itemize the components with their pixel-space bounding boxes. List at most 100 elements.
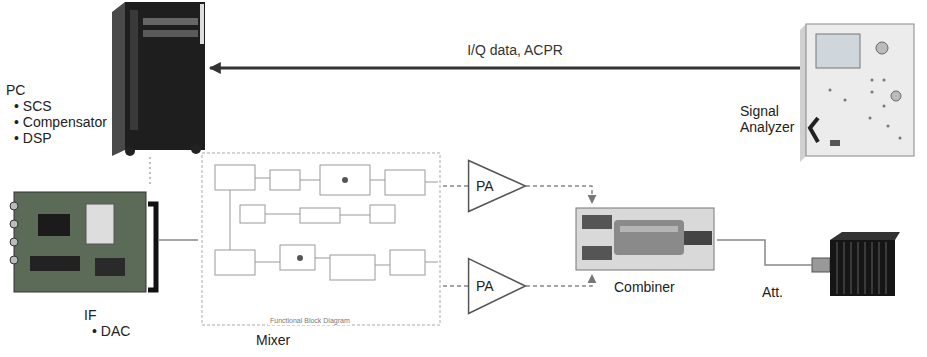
mixer-picture: [202, 153, 440, 325]
mixer-frame: [202, 153, 440, 325]
text-group: PA: [476, 178, 494, 194]
tower-wheel: [125, 146, 135, 156]
connector: [149, 157, 151, 185]
attenuator-picture: [812, 232, 900, 296]
connector: [443, 185, 468, 187]
mixer-block: [390, 250, 425, 275]
analyzer-side: [800, 24, 806, 162]
power-amplifier: PA: [468, 258, 526, 314]
tower-body: [125, 2, 205, 150]
module: [86, 204, 114, 244]
node-label: Att.: [762, 284, 783, 300]
text-group: Combiner: [614, 279, 675, 295]
connector: [10, 202, 18, 210]
node-label: Signal Analyzer: [740, 103, 798, 135]
node-label: Combiner: [614, 279, 675, 295]
tower-strip: [130, 10, 138, 130]
text-group: Signal Analyzer: [740, 103, 798, 135]
mixer-block: [330, 255, 375, 280]
text-group: Att.: [762, 284, 783, 300]
node-label: • SCS: [6, 98, 107, 114]
mixer-dot: [297, 255, 303, 261]
node-label: • DAC: [84, 323, 130, 339]
connector: [158, 239, 198, 241]
analyzer-dot: [883, 105, 886, 108]
drive-bay: [143, 18, 198, 25]
heatsink-fins: [837, 242, 886, 294]
analyzer-port: [830, 140, 840, 146]
connector: [443, 285, 468, 287]
att-connector: [812, 258, 830, 272]
connector: [210, 67, 800, 70]
mixer-block: [320, 165, 370, 195]
analyzer-screen: [816, 34, 860, 68]
bracket: [148, 204, 156, 290]
node-label: Mixer: [256, 332, 290, 348]
analyzer-dot: [844, 99, 847, 102]
combiner-body: [614, 220, 684, 255]
analyzer-dot: [871, 91, 874, 94]
analyzer-dot: [883, 79, 886, 82]
signal-analyzer-picture: [800, 24, 914, 162]
connector: [10, 256, 18, 264]
chip: [38, 214, 70, 236]
analyzer-dot: [829, 89, 832, 92]
amplifier-outline: [469, 161, 526, 212]
edge-label: I/Q data, ACPR: [464, 42, 566, 58]
mixer-block: [240, 205, 265, 223]
pc-tower: PC• SCS• Compensator• DSP: [110, 2, 210, 157]
analyzer-body: [806, 24, 914, 156]
connector: [526, 275, 592, 286]
chip: [30, 256, 80, 271]
combiner-port: [684, 231, 712, 245]
mixer-block: Mixer: [198, 150, 443, 330]
node-label: PA: [476, 278, 494, 294]
signal-analyzer: Signal Analyzer: [800, 15, 918, 165]
analyzer-knob: [876, 42, 888, 54]
text-group: IF• DAC: [84, 307, 130, 339]
connector: [717, 240, 812, 265]
heatsink: [830, 240, 895, 296]
mixer-block: [300, 208, 340, 223]
tower-highlight: [200, 4, 204, 44]
combiner-port: [582, 246, 612, 260]
text-group: PA: [476, 278, 494, 294]
combiner-ground: [576, 208, 714, 270]
combiner-port: [582, 215, 612, 229]
connector: [10, 238, 18, 246]
mixer-block: [385, 170, 425, 195]
if-board-picture: [10, 192, 156, 292]
caption-text: Functional Block Diagram: [268, 316, 352, 325]
power-amplifier: PA: [468, 160, 526, 212]
if-board: IF• DAC: [8, 185, 158, 297]
node-label: IF: [84, 307, 130, 323]
pc-tower-picture: [112, 2, 205, 156]
node-label: PC: [6, 82, 107, 98]
mixer-wires: [230, 178, 438, 265]
node-label: PA: [476, 178, 494, 194]
combiner-picture: [576, 208, 714, 270]
mixer-block: [215, 165, 255, 190]
node-label: • Compensator: [6, 114, 107, 130]
combiner: Combiner: [572, 203, 717, 275]
text-group: PC• SCS• Compensator• DSP: [6, 82, 107, 146]
mixer-dot: [342, 177, 348, 183]
analyzer-handle: [810, 118, 818, 142]
pcb: [14, 192, 146, 292]
connector: [526, 186, 592, 203]
analyzer-dot: [871, 79, 874, 82]
mixer-block: [280, 245, 315, 270]
mixer-block: [215, 250, 255, 275]
tower-wheel: [191, 144, 201, 154]
heatsink-top: [830, 232, 900, 240]
mixer-block: [370, 205, 395, 223]
combiner-highlight: [620, 226, 678, 232]
analyzer-dot: [869, 117, 872, 120]
node-label: • DSP: [6, 130, 107, 146]
attenuator: Att.: [812, 232, 900, 302]
analyzer-knob: [891, 91, 901, 101]
analyzer-dot: [887, 125, 890, 128]
amplifier-outline: [469, 259, 526, 314]
chip: [95, 258, 125, 276]
